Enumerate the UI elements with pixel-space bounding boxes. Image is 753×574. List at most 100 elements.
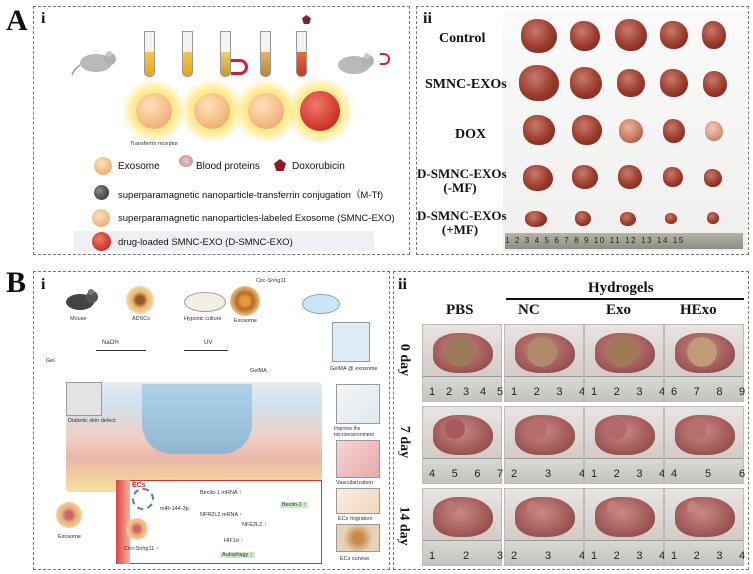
ruler-number: 1 (591, 468, 598, 480)
exosome2-label: Exosome (58, 534, 81, 540)
exosome-icon (136, 93, 172, 129)
tumor-image (617, 69, 645, 97)
ruler-number: 4 (659, 386, 666, 398)
m-tf-icon (94, 185, 109, 200)
legend-d-smnc-exo: drug-loaded SMNC-EXO (D-SMNC-EXO) (118, 237, 293, 248)
tumor-image (521, 19, 557, 53)
legend-smnc-exo: superparamagnetic nanoparticles-labeled … (118, 213, 395, 224)
hif-label: HIF1α ↑ (224, 538, 244, 544)
nrf-label: NFR2L2 mRNA ↑ (200, 512, 243, 518)
bs-label: Beclin-1 mRNA ↑ (200, 490, 242, 496)
gel-label: Gel (46, 358, 55, 364)
sub-label-a-ii: ii (423, 10, 432, 27)
reaction-arrow (96, 350, 146, 351)
ruler-number: 2 (511, 468, 518, 480)
legend-exosome: Exosome (118, 161, 160, 172)
ruler-number: 2 (533, 386, 540, 398)
hydrogels-header: Hydrogels (588, 280, 654, 296)
ruler-number: 4 (579, 468, 586, 480)
exosome-icon (194, 93, 230, 129)
ruler-number: 1 (591, 550, 598, 562)
side-box (336, 524, 380, 552)
row-label-dox: DOX (455, 127, 487, 142)
tumor-image (519, 65, 559, 101)
ruler-number: 3 (556, 386, 563, 398)
smnc-exo-icon (92, 209, 110, 227)
row-label-d-smnc-exos-minus-mf: D-SMNC-EXOs (-MF) (417, 166, 507, 195)
ruler-number: 1 (591, 386, 598, 398)
sub-label-b-i: i (41, 276, 46, 293)
paw-image (515, 497, 575, 537)
mouse-icon (332, 51, 378, 77)
circ-label: Circ-Snhg11 (256, 278, 287, 284)
row-label-smnc-exos: SMNC-EXOs (425, 77, 507, 92)
ruler-number: 7 (693, 386, 700, 398)
tumor-image (523, 165, 553, 191)
ecs-label: ECs (132, 482, 146, 489)
tumor-image (619, 119, 643, 143)
beclin-label: Beclin-1 ↑ (280, 502, 309, 508)
side-label-2: ECs migration (338, 516, 373, 522)
panel-b-ii: ii Hydrogels PBS NC Exo HExo 0 day 7 day… (393, 271, 749, 570)
side-box (336, 384, 380, 424)
col-header-pbs: PBS (446, 302, 474, 318)
wound-area (607, 501, 619, 513)
ruler-number: 3 (545, 468, 552, 480)
exosome-icon (230, 286, 260, 316)
row-label-control: Control (439, 31, 486, 46)
side-label-0: Improve the microenvironment (334, 426, 374, 438)
ruler-number: 2 (613, 550, 620, 562)
transferrin-label: Transferrin receptor (130, 141, 179, 147)
ruler-number: 6 (474, 468, 481, 480)
side-box (336, 440, 380, 478)
auto-label: Autophagy ↑ (220, 552, 255, 558)
panel-a-i: i Transferrin receptor Exosome Blood pro (33, 6, 410, 255)
ruler-number: 2 (693, 550, 700, 562)
dish-icon (302, 294, 340, 314)
sub-label-b-ii: ii (398, 276, 407, 293)
tube-icon (296, 31, 307, 77)
tumor-image (525, 211, 547, 227)
gelma-label: GelMA (250, 368, 267, 374)
row-label-d-smnc-exos-plus-mf: D-SMNC-EXOs (+MF) (417, 208, 507, 237)
tumor-image (665, 213, 677, 224)
magnet-icon (231, 59, 248, 75)
side-label-3: ECs survive (340, 556, 370, 562)
tumor-image (618, 165, 642, 189)
ruler-number: 3 (636, 468, 643, 480)
legend-blood-proteins: Blood proteins (196, 161, 260, 172)
panel-a-label: A (6, 4, 28, 37)
d-smnc-exo-icon (92, 232, 111, 251)
exosome-label: Exosome (234, 318, 257, 324)
ruler-number: 5 (451, 468, 458, 480)
gelma-exo-label: GelMA @ exosome (330, 366, 378, 372)
ruler-number: 4 (659, 468, 666, 480)
ruler-number: 1 (511, 386, 518, 398)
wound-area (527, 501, 539, 513)
ruler: 1 2 3 4 (505, 376, 586, 401)
exosome-icon (248, 93, 284, 129)
ruler-number: 5 (497, 386, 504, 398)
ruler-number: 2 (511, 550, 518, 562)
ruler-number: 4 (579, 386, 586, 398)
ruler-number: 4 (480, 386, 487, 398)
paw-image (433, 497, 493, 537)
tumor-image (523, 115, 555, 145)
tumor-image (663, 167, 683, 187)
wound-area (607, 419, 627, 439)
ruler: 2 3 4 (505, 458, 586, 483)
tumor-image (702, 21, 726, 49)
